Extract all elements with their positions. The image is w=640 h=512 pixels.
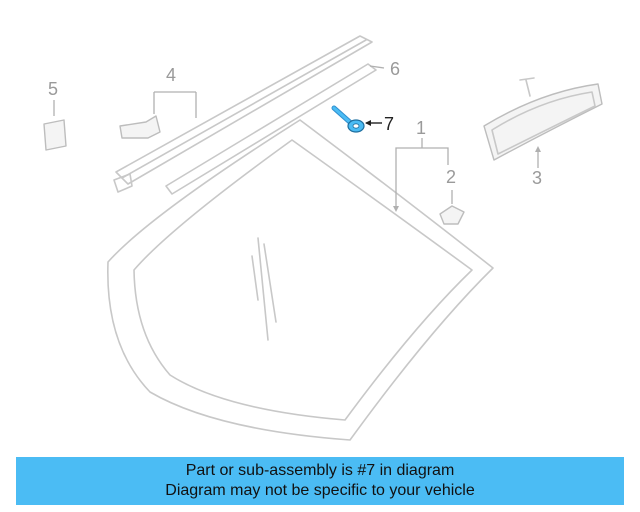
cap-part-5: [43, 100, 67, 151]
windshield-moulding: [113, 35, 377, 195]
bracket-part-2: [439, 190, 465, 225]
callout-5: 5: [48, 79, 58, 99]
callout-1-leader: [393, 138, 449, 212]
parts-diagram: 1 2 3 4 6 5 7: [43, 35, 603, 441]
callout-6: 6: [390, 59, 400, 79]
callout-6-leader: [369, 65, 385, 69]
windshield-glass: [107, 119, 494, 441]
callout-7-leader: [365, 120, 382, 126]
stud-part-7-highlighted: [331, 105, 365, 133]
callout-2: 2: [446, 167, 456, 187]
info-banner: Part or sub-assembly is #7 in diagram Di…: [16, 457, 624, 505]
moulding-clip: [119, 91, 197, 139]
callout-1: 1: [416, 118, 426, 138]
callout-3: 3: [532, 168, 542, 188]
callout-7: 7: [384, 114, 394, 134]
callout-4: 4: [166, 65, 176, 85]
banner-line-2: Diagram may not be specific to your vehi…: [165, 482, 475, 499]
rearview-mirror: [483, 77, 603, 168]
banner-line-1: Part or sub-assembly is #7 in diagram: [185, 462, 455, 479]
